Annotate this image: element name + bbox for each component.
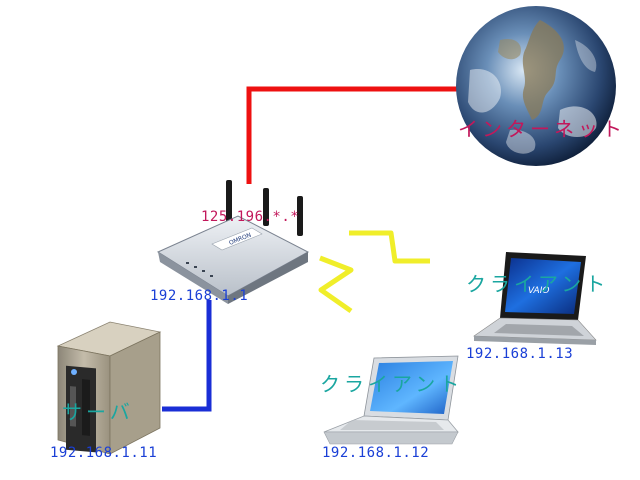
client-macbook-ip: 192.168.1.12	[322, 445, 430, 461]
router-wan-ip: 125.196.*.*	[201, 209, 300, 225]
globe-icon	[456, 6, 616, 166]
macbook-icon	[323, 355, 459, 445]
server-label: サーバ	[62, 400, 134, 424]
server-ip: 192.168.1.11	[50, 445, 158, 461]
client-laptop-label: クライアント	[466, 272, 610, 296]
svg-text:VAIO: VAIO	[528, 286, 549, 296]
router-lan-ip: 192.168.1.1	[150, 288, 249, 304]
wired-link-server	[162, 300, 212, 412]
client-laptop-ip: 192.168.1.13	[466, 346, 574, 362]
router-icon: OMRON	[156, 180, 310, 304]
internet-link	[246, 86, 466, 184]
client-macbook-label: クライアント	[320, 372, 464, 396]
wireless-link-2	[349, 230, 430, 264]
laptop-icon: VAIO	[473, 252, 597, 345]
wireless-link	[318, 255, 354, 314]
server-icon	[56, 321, 162, 455]
internet-label: インターネット	[458, 117, 626, 141]
